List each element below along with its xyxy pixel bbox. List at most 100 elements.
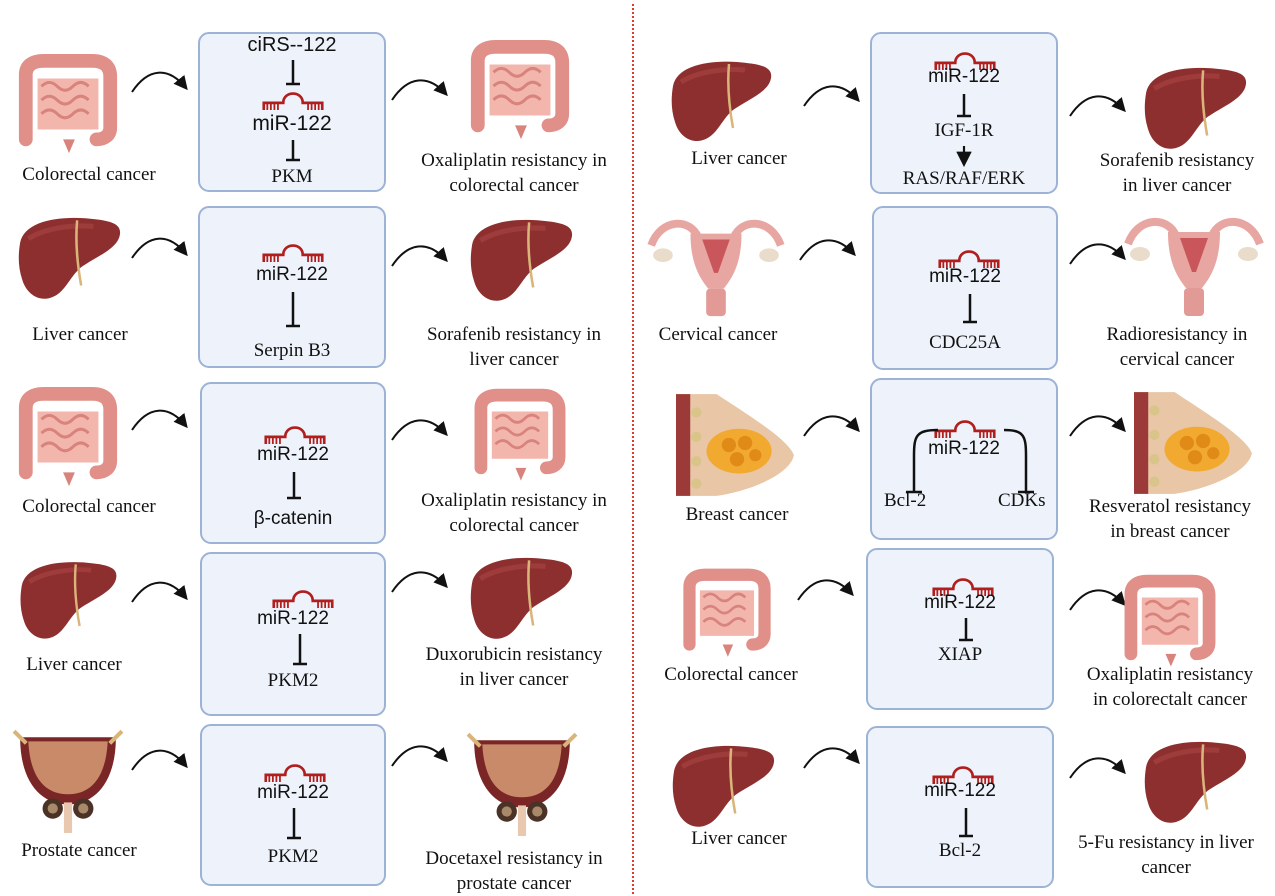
mirna-label: miR-122: [202, 608, 384, 630]
target-label: Bcl-2: [884, 490, 926, 512]
mechanism-box: miR-122 CDC25A: [872, 206, 1058, 370]
curved-arrow-icon: [128, 228, 192, 268]
mirna-hairpin-icon: [934, 420, 996, 440]
outcome-label: 5-Fu resistancy in liver cancer: [1060, 830, 1272, 880]
cancer-label: Colorectal cancer: [648, 662, 814, 687]
inhibition-icon: [292, 632, 308, 668]
outcome-label: Duxorubicin resistancy in liver cancer: [398, 642, 630, 692]
outcome-label: Sorafenib resistancy in liver cancer: [1082, 148, 1272, 198]
uterus-icon: [646, 212, 786, 320]
inhibition-icon: [286, 470, 302, 502]
target-label: IGF-1R: [872, 120, 1056, 142]
inhibition-icon: [958, 616, 974, 644]
inhibition-icon: [902, 426, 942, 500]
liver-icon: [668, 740, 780, 832]
curved-arrow-icon: [388, 70, 452, 106]
inhibition-icon: [962, 292, 978, 326]
curved-arrow-icon: [1066, 86, 1130, 122]
inhibition-icon: [1000, 426, 1040, 500]
liver-icon: [16, 556, 122, 644]
target-label: Serpin B3: [200, 340, 384, 362]
mirna-label: miR-122: [200, 112, 384, 136]
mechanism-box: miR-122 PKM2: [200, 552, 386, 716]
inhibition-icon: [956, 92, 972, 120]
colon-icon: [676, 566, 778, 662]
colon-icon: [1116, 572, 1224, 672]
cancer-label: Colorectal cancer: [0, 162, 178, 187]
mechanism-box: miR-122 XIAP: [866, 548, 1054, 710]
prostate-icon: [12, 718, 124, 840]
mechanism-box: miR-122 β-catenin: [200, 382, 386, 544]
mirna-hairpin-icon: [262, 92, 324, 112]
mirna-hairpin-icon: [262, 244, 324, 264]
target-label: PKM2: [202, 670, 384, 692]
colon-icon: [466, 36, 574, 146]
column-divider: [632, 4, 634, 894]
outcome-label: Resveratol resistancy in breast cancer: [1070, 494, 1270, 544]
mirna-hairpin-icon: [272, 590, 334, 610]
liver-icon: [466, 552, 578, 644]
curved-arrow-icon: [1066, 748, 1130, 784]
mirna-label: miR-122: [200, 264, 384, 286]
cancer-label: Liver cancer: [0, 652, 148, 677]
cancer-label: Cervical cancer: [638, 322, 798, 347]
curved-arrow-icon: [388, 410, 452, 446]
breast-icon: [1134, 392, 1256, 494]
mirna-label: miR-122: [868, 780, 1052, 802]
colon-icon: [466, 386, 574, 486]
liver-icon: [666, 56, 778, 146]
curved-arrow-icon: [796, 230, 860, 266]
cancer-label: Liver cancer: [0, 322, 160, 347]
cancer-label: Prostate cancer: [0, 838, 158, 863]
outcome-label: Oxaliplatin resistancy in colorectal can…: [398, 488, 630, 538]
curved-arrow-icon: [388, 562, 452, 598]
mirna-label: miR-122: [202, 782, 384, 804]
cancer-label: Colorectal cancer: [0, 494, 178, 519]
curved-arrow-icon: [128, 400, 192, 440]
cancer-label: Liver cancer: [664, 146, 814, 171]
curved-arrow-icon: [128, 572, 192, 612]
target-label: PKM2: [202, 846, 384, 868]
curved-arrow-icon: [1066, 406, 1130, 442]
upstream-rna: ciRS--122: [200, 34, 384, 57]
target-label: β-catenin: [202, 508, 384, 530]
target-label: CDC25A: [874, 332, 1056, 354]
inhibition-icon: [285, 138, 301, 164]
curved-arrow-icon: [388, 736, 452, 772]
liver-icon: [14, 212, 126, 304]
mechanism-box: miR-122 PKM2: [200, 724, 386, 886]
liver-icon: [1140, 736, 1252, 828]
target-label: PKM: [200, 166, 384, 188]
target-label: CDKs: [998, 490, 1046, 512]
cancer-label: Breast cancer: [656, 502, 818, 527]
inhibition-icon: [286, 806, 302, 842]
prostate-icon: [466, 718, 578, 846]
outcome-label: Docetaxel resistancy in prostate cancer: [398, 846, 630, 896]
uterus-icon: [1120, 210, 1268, 320]
mirna-label: miR-122: [872, 66, 1056, 88]
activation-arrow-icon: [956, 144, 972, 168]
mechanism-box: miR-122 IGF-1R RAS/RAF/ERK: [870, 32, 1058, 194]
mechanism-box: miR-122 Serpin B3: [198, 206, 386, 368]
mirna-hairpin-icon: [264, 764, 326, 784]
breast-icon: [676, 394, 798, 496]
mirna-label: miR-122: [202, 444, 384, 466]
liver-icon: [1140, 62, 1252, 154]
mechanism-box: miR-122 Bcl-2 CDKs: [870, 378, 1058, 540]
target-label: Bcl-2: [868, 840, 1052, 862]
mirna-hairpin-icon: [264, 426, 326, 446]
cancer-label: Liver cancer: [664, 826, 814, 851]
inhibition-icon: [958, 806, 974, 840]
curved-arrow-icon: [800, 738, 864, 774]
liver-icon: [466, 214, 578, 306]
inhibition-icon: [285, 290, 301, 330]
outcome-label: Oxaliplatin resistancy in colorectalt ca…: [1068, 662, 1272, 712]
outcome-label: Oxaliplatin resistancy in colorectal can…: [398, 148, 630, 198]
target-label: XIAP: [868, 644, 1052, 666]
mirna-label: miR-122: [874, 266, 1056, 288]
outcome-label: Sorafenib resistancy in liver cancer: [398, 322, 630, 372]
curved-arrow-icon: [794, 570, 858, 606]
curved-arrow-icon: [388, 236, 452, 272]
mechanism-box: ciRS--122 miR-122 PKM: [198, 32, 386, 192]
curved-arrow-icon: [128, 62, 192, 102]
